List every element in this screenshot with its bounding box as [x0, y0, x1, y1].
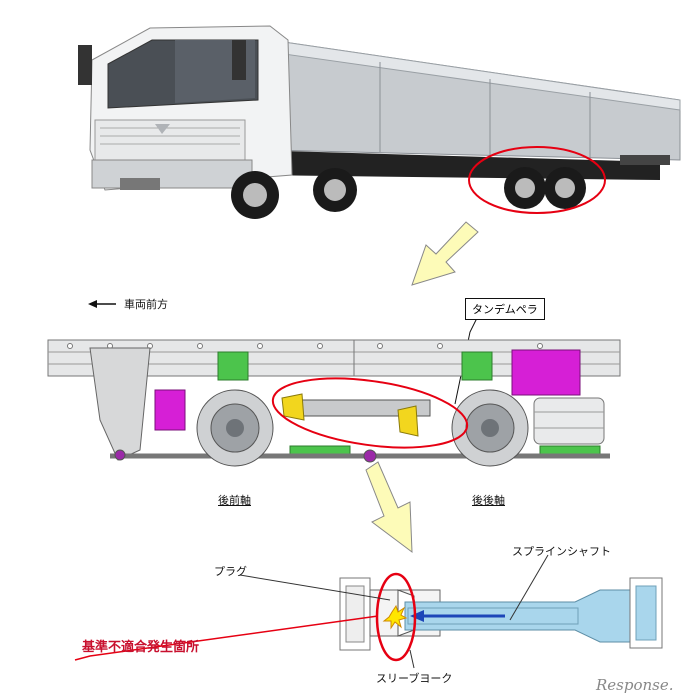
vehicle-front-arrow	[88, 300, 116, 308]
pointer-arrow-2	[365, 461, 413, 554]
plug-leader	[239, 574, 391, 601]
spline-shaft-label: スプラインシャフト	[512, 545, 611, 558]
defect-highlight-ellipse	[375, 572, 417, 662]
defect-leader	[74, 615, 379, 661]
sleeve-yoke-leader	[409, 649, 415, 669]
axle-assembly-diagram	[47, 339, 621, 467]
sleeve-yoke-label: スリーブヨーク	[376, 672, 453, 685]
detail-cutaway-diagram	[339, 577, 663, 651]
plug-label: プラグ	[214, 565, 247, 578]
prop-highlight-ellipse	[271, 377, 469, 449]
rear-rear-axle-label: 後後軸	[472, 494, 505, 507]
response-watermark: Response.	[596, 676, 674, 694]
truck-highlight-ellipse	[468, 146, 606, 214]
vehicle-front-label: 車両前方	[124, 298, 168, 311]
defect-location-label: 基準不適合発生箇所	[82, 640, 200, 655]
tandem-prop-callout: タンデムペラ	[465, 298, 545, 320]
truck-illustration	[78, 25, 681, 219]
rear-front-axle-label: 後前軸	[218, 494, 251, 507]
pointer-arrow-1	[411, 221, 479, 286]
spline-shaft-leader	[509, 554, 549, 621]
tandem-prop-leader	[454, 317, 478, 405]
